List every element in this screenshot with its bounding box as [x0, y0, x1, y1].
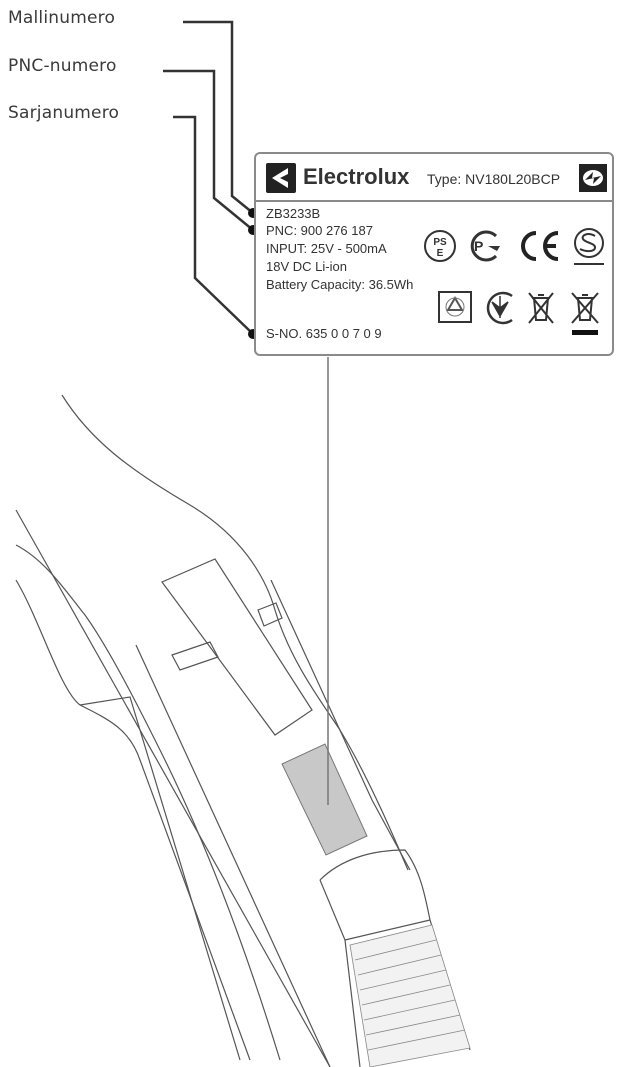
input-rating: INPUT: 25V - 500mA: [266, 241, 387, 256]
brand-name: Electrolux: [303, 164, 410, 189]
label-location-marker: [281, 743, 368, 856]
rating-label: Electrolux Type: NV180L20BCP ZB3233B PNC…: [254, 152, 614, 356]
pnc-number: PNC: 900 276 187: [266, 223, 373, 238]
battery-capacity: Battery Capacity: 36.5Wh: [266, 277, 414, 292]
serial-number: S-NO. 635 0 0 7 0 9: [266, 326, 382, 341]
type-number: Type: NV180L20BCP: [427, 171, 561, 187]
leader-lines: [163, 20, 254, 335]
weee-bin-bar-icon: [571, 292, 599, 335]
model-number: ZB3233B: [266, 206, 321, 221]
svg-text:E: E: [437, 248, 444, 259]
ukraine-mark-icon: [486, 291, 513, 325]
recycle-icon: [438, 291, 472, 323]
power-symbol-icon: [579, 164, 607, 192]
pse-icon: PS E: [424, 230, 456, 262]
callout-pnc-number: PNC-numero: [8, 56, 117, 76]
svg-text:P: P: [474, 238, 483, 254]
pct-icon: P: [470, 230, 500, 262]
svg-text:PS: PS: [433, 237, 447, 248]
callout-model-number: Mallinumero: [8, 8, 116, 28]
callout-serial-number: Sarjanumero: [8, 103, 120, 123]
label-header: Electrolux Type: NV180L20BCP: [256, 154, 612, 202]
battery-type: 18V DC Li-ion: [266, 259, 347, 274]
s-mark-icon: [574, 228, 604, 265]
electrolux-logo-icon: [266, 163, 296, 193]
ce-icon: [521, 231, 559, 261]
weee-bin-icon: [528, 292, 554, 324]
